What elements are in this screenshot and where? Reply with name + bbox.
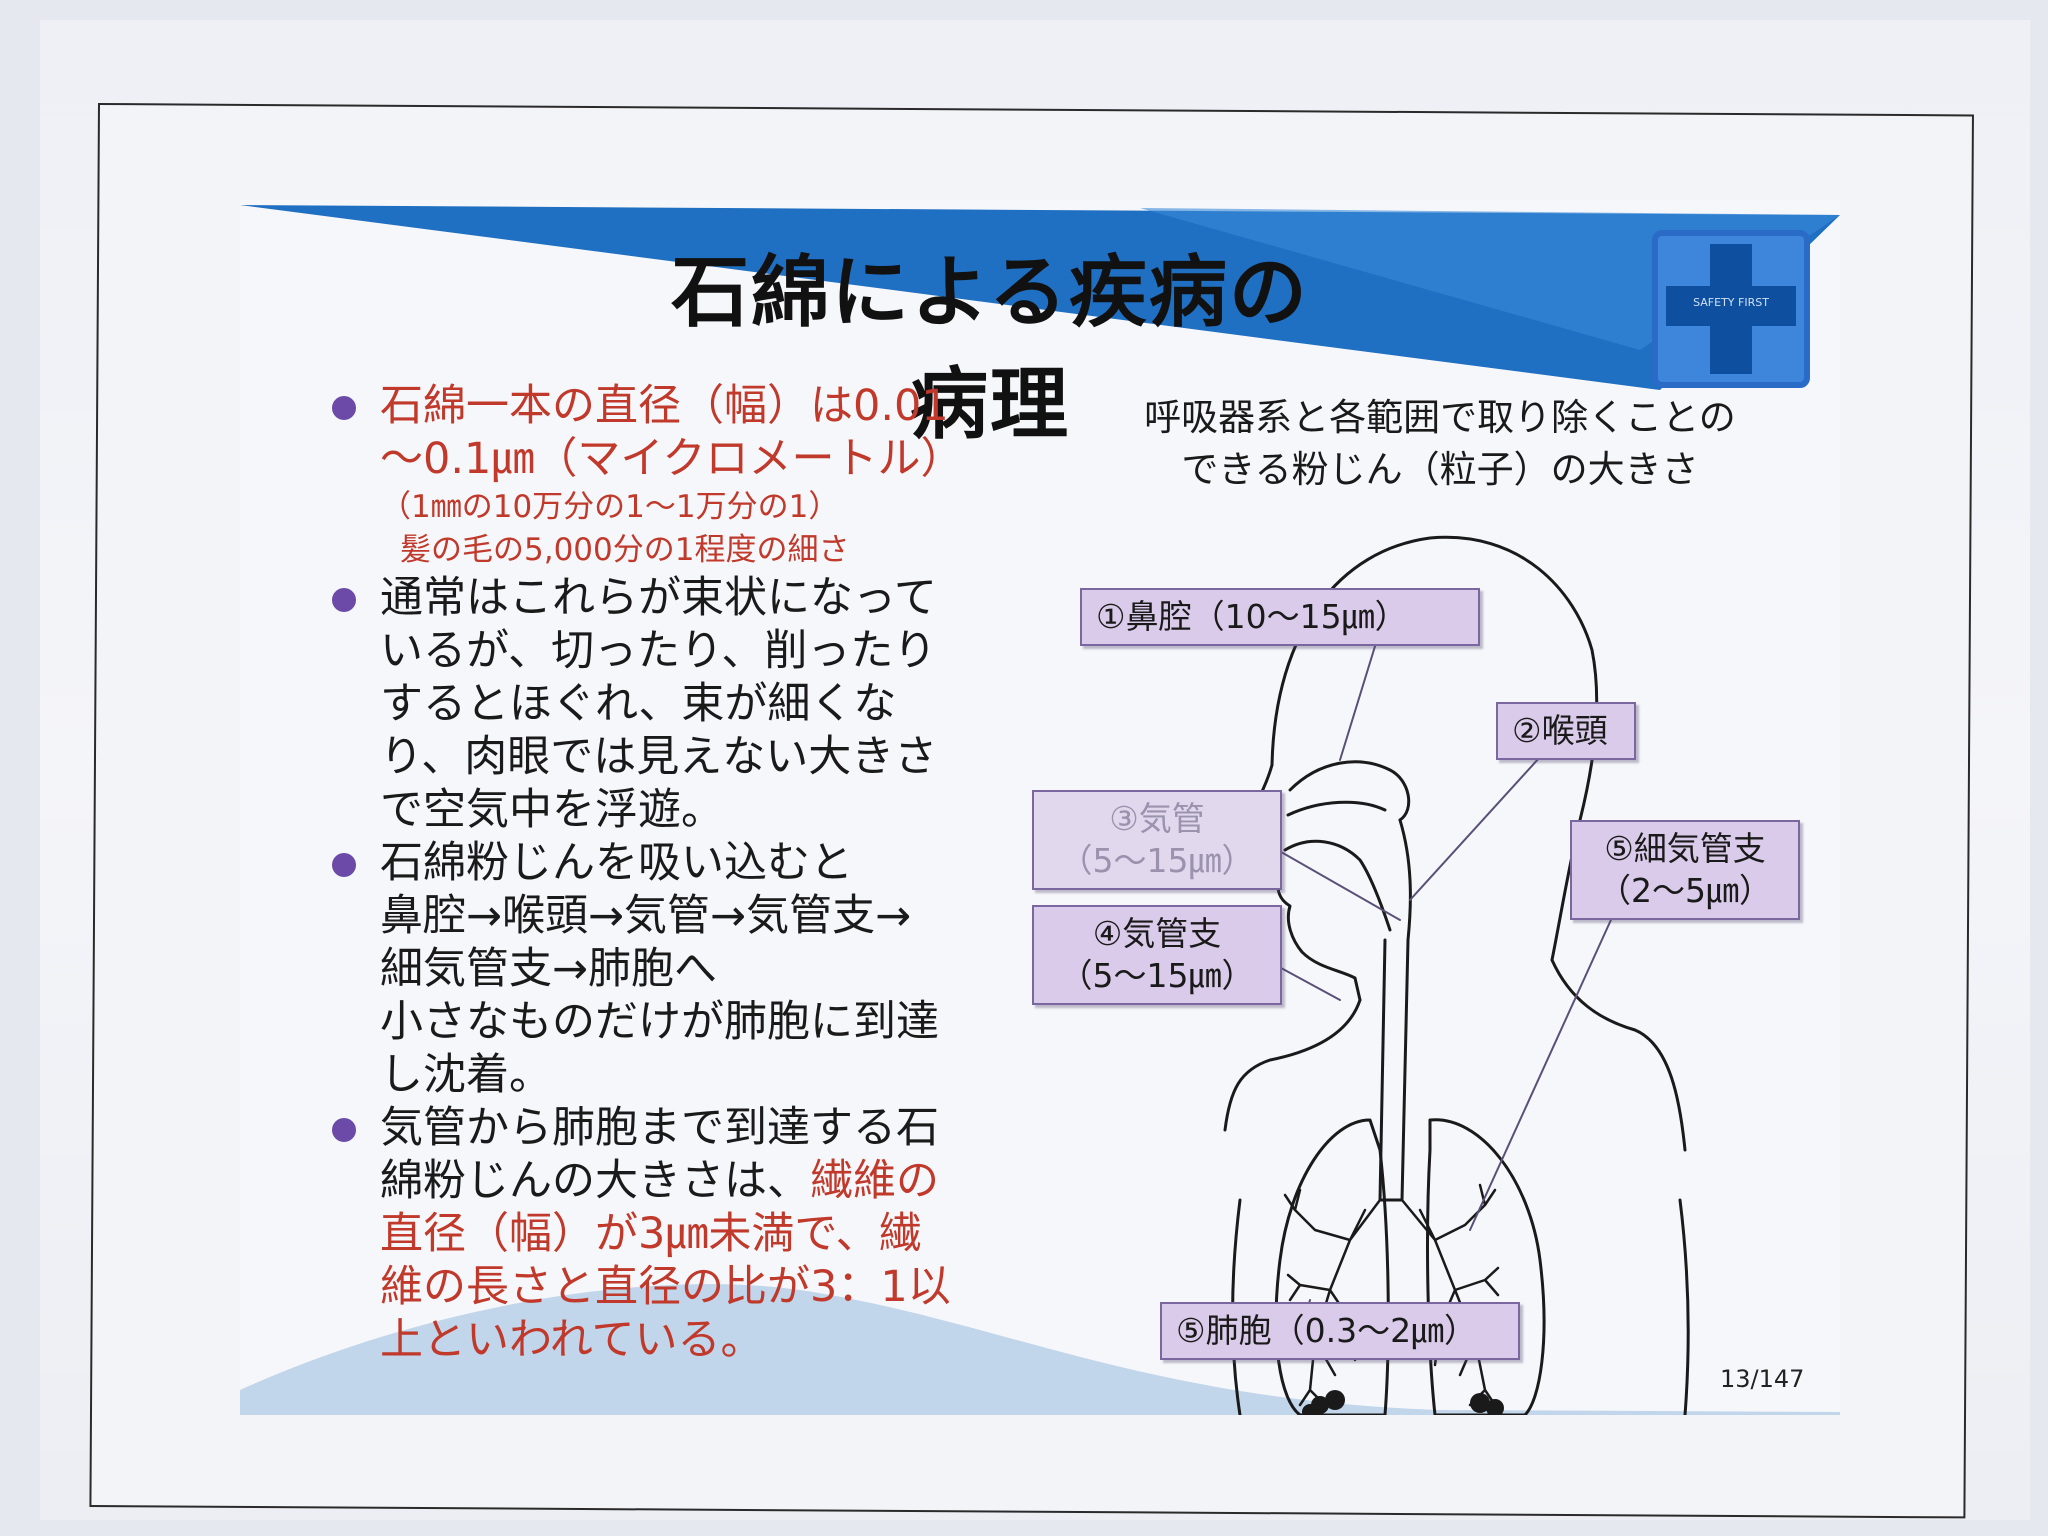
label-bronchi: ④気管支 （5～15㎛） (1032, 905, 1282, 1005)
bullet-line: で空気中を浮遊。 (380, 785, 724, 835)
slide: 石綿による疾病の病理 SAFETY FIRST 石綿一本の直径（幅）は0.01 … (240, 200, 1840, 1415)
bullet-item-1: 石綿一本の直径（幅）は0.01 ～0.1㎛（マイクロメートル） （1㎜の10万分… (320, 380, 980, 572)
safety-first-logo: SAFETY FIRST (1652, 230, 1810, 388)
bullet-item-3: 石綿粉じんを吸い込むと 鼻腔→喉頭→気管→気管支→ 細気管支→肺胞へ 小さなもの… (320, 837, 980, 1102)
bullet-text-black: 綿粉じんの大きさは、 (380, 1156, 810, 1206)
diagram-title-line: できる粉じん（粒子）の大きさ (1181, 448, 1699, 491)
trachea (1378, 938, 1404, 1202)
bullet-line: 上といわれている。 (380, 1315, 764, 1365)
label-bronchiole-size: （2～5㎛） (1598, 871, 1772, 910)
neck-right (1550, 958, 1687, 1152)
palate (1286, 800, 1387, 817)
logo-text: SAFETY FIRST (1693, 296, 1769, 309)
diagram-title-line: 呼吸器系と各範囲で取り除くことの (1144, 396, 1736, 439)
bullet-line: 細気管支→肺胞へ (380, 944, 718, 994)
label-trachea: ③気管 （5～15㎛） (1032, 790, 1282, 890)
leader-line-nasal (1339, 629, 1381, 761)
bottom-wave (240, 1284, 1840, 1415)
label-bronchi-size: （5～15㎛） (1059, 956, 1255, 995)
bullet-text-red: 繊維の (810, 1156, 939, 1206)
bullet-list: 石綿一本の直径（幅）は0.01 ～0.1㎛（マイクロメートル） （1㎜の10万分… (320, 380, 980, 1367)
nasal-cavity (1288, 760, 1411, 822)
alveolus (1325, 1390, 1345, 1410)
left-lung (1274, 1118, 1390, 1415)
bullet-line: し沈着。 (380, 1050, 552, 1100)
bullet-line: 気管から肺胞まで到達する石 (380, 1103, 939, 1153)
bronchial-tree-right (1400, 1183, 1502, 1407)
bullet-line: 鼻腔→喉頭→気管→気管支→ (380, 891, 912, 941)
neck-left (1223, 998, 1362, 1132)
bullet-line: 石綿粉じんを吸い込むと (380, 838, 853, 888)
bottom-wave-shape (240, 1284, 1840, 1415)
label-bronchiole: ⑤細気管支 （2～5㎛） (1570, 820, 1800, 920)
right-lung (1426, 1118, 1546, 1415)
label-alveoli: ⑤肺胞（0.3～2㎛） (1160, 1302, 1520, 1360)
label-larynx: ②喉頭 (1496, 702, 1636, 760)
bullet-line: り、肉眼では見えない大きさ (380, 732, 938, 782)
logo-cross-horizontal (1666, 286, 1796, 326)
leader-line-bronchiole (1469, 899, 1621, 1231)
label-trachea-line: ③気管 (1109, 799, 1205, 838)
slide-title: 石綿による疾病の病理 (671, 248, 1309, 450)
leader-line-larynx (1409, 734, 1561, 901)
tongue (1283, 839, 1392, 932)
bullet-line: 小さなものだけが肺胞に到達 (380, 997, 939, 1047)
bullet-dot (332, 396, 356, 420)
page-number: 13/147 (1720, 1365, 1805, 1393)
alveolus (1470, 1393, 1490, 1413)
label-nasal-cavity: ①鼻腔（10～15㎛） (1080, 588, 1480, 646)
label-bronchiole-line: ⑤細気管支 (1604, 829, 1766, 868)
bullet-dot (332, 588, 356, 612)
bullet-line: するとほぐれ、束が細くな (380, 679, 897, 729)
alveoli-clusters (1302, 1390, 1504, 1415)
bullet-line: 直径（幅）が3㎛未満で、繊 (380, 1209, 922, 1259)
bullet-dot (332, 853, 356, 877)
bronchial-tree-left (1283, 1188, 1382, 1407)
bullet-line: 綿粉じんの大きさは、繊維の (380, 1155, 980, 1208)
label-trachea-size: （5～15㎛） (1059, 841, 1255, 880)
bullet-line: 石綿一本の直径（幅）は0.01 (380, 381, 949, 431)
alveolus (1302, 1404, 1318, 1415)
bullet-subline: （1㎜の10万分の1～1万分の1） (380, 489, 840, 525)
bullet-line: いるが、切ったり、削ったり (380, 626, 937, 676)
diagram-title: 呼吸器系と各範囲で取り除くことの できる粉じん（粒子）の大きさ (1080, 392, 1800, 496)
label-bronchi-line: ④気管支 (1092, 914, 1222, 953)
bullet-item-2: 通常はこれらが束状になって いるが、切ったり、削ったり するとほぐれ、束が細くな… (320, 572, 980, 837)
bullet-dot (332, 1118, 356, 1142)
bullet-subline: 髪の毛の5,000分の1程度の細さ (400, 532, 850, 568)
torso-right (1678, 1198, 1690, 1415)
bullet-item-4: 気管から肺胞まで到達する石 綿粉じんの大きさは、繊維の 直径（幅）が3㎛未満で、… (320, 1102, 980, 1367)
bullet-line: 通常はこれらが束状になって (380, 573, 937, 623)
bullet-line: ～0.1㎛（マイクロメートル） (380, 434, 964, 484)
bullet-line: 維の長さと直径の比が3：1以 (380, 1262, 951, 1312)
alveolus (1486, 1399, 1504, 1415)
pharynx (1398, 818, 1412, 1202)
